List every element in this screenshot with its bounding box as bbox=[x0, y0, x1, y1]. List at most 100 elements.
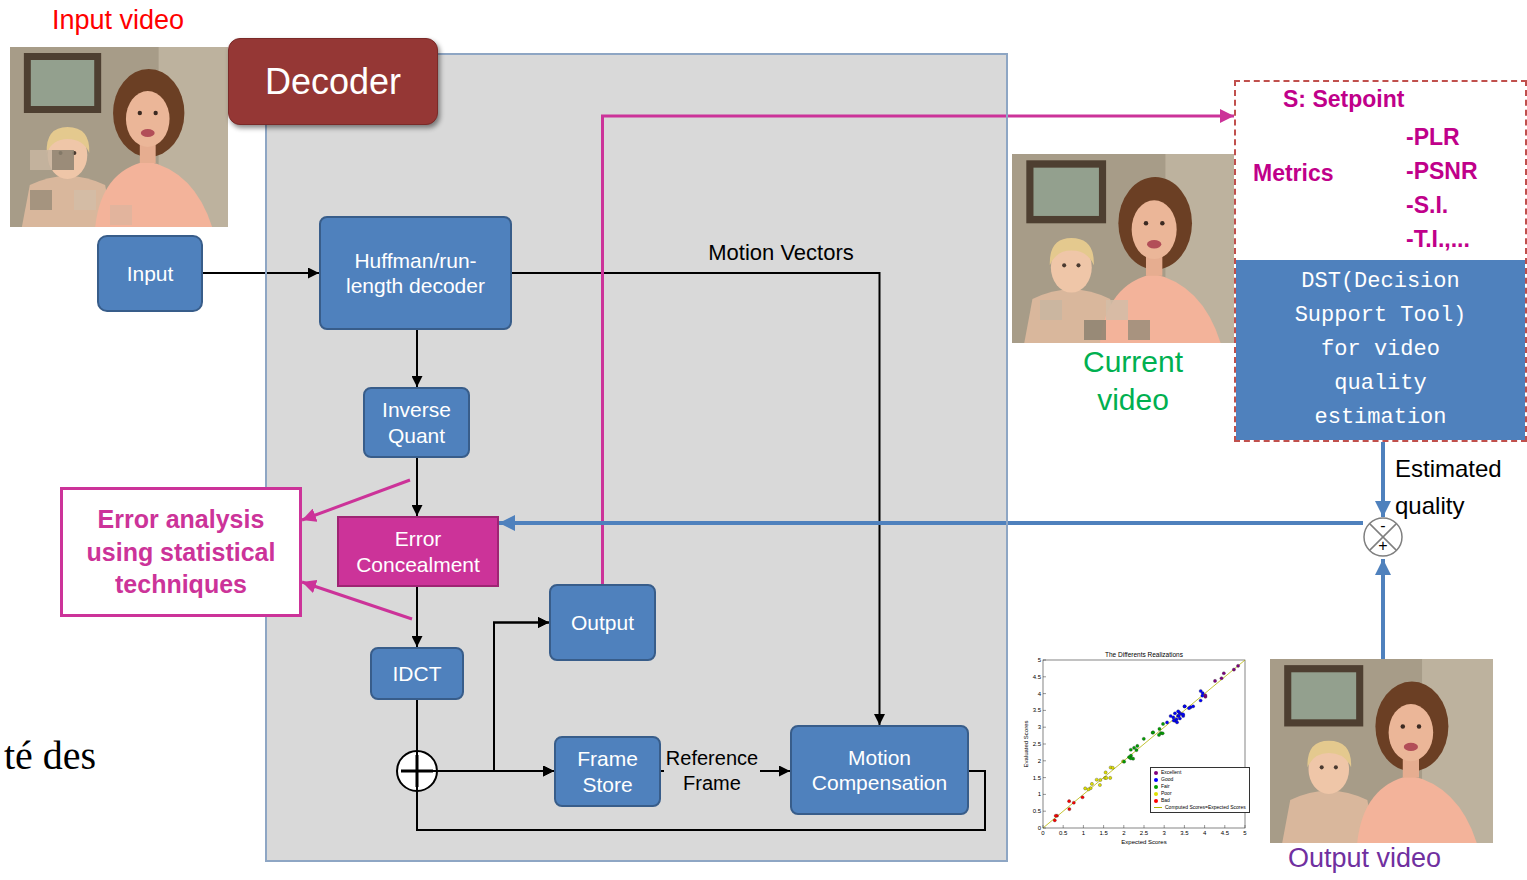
connector bbox=[203, 272, 319, 274]
scatter-point bbox=[1199, 699, 1202, 702]
legend-swatch bbox=[1154, 799, 1158, 803]
connector bbox=[512, 273, 880, 725]
connector bbox=[416, 587, 418, 647]
scatter-point bbox=[1111, 766, 1114, 769]
video-caption: Current video bbox=[1053, 343, 1213, 419]
output-video-frame bbox=[1270, 659, 1493, 843]
legend-row: Bad bbox=[1154, 797, 1246, 804]
scatter-point bbox=[1176, 714, 1179, 717]
illustration-part bbox=[1128, 320, 1150, 340]
axis-tick bbox=[1043, 744, 1046, 745]
decoder-panel: DecoderHuffman/run-length decoderInverse… bbox=[265, 53, 1008, 862]
scatter-point bbox=[1177, 710, 1180, 713]
tick-label: 2.5 bbox=[1033, 741, 1041, 747]
axis-tick bbox=[1043, 676, 1046, 677]
scatter-point bbox=[1236, 664, 1239, 667]
scatter-point bbox=[1095, 778, 1098, 781]
scatter-point bbox=[1182, 713, 1185, 716]
scatter-point bbox=[1104, 771, 1107, 774]
illustration-part bbox=[1040, 300, 1062, 320]
scatter-point bbox=[1161, 722, 1164, 725]
edge-label: Estimated quality bbox=[1395, 450, 1525, 524]
summing-junction: -+ bbox=[1363, 517, 1403, 557]
input-box: Input bbox=[97, 235, 203, 312]
scatter-point bbox=[1081, 796, 1084, 799]
tick-label: 4 bbox=[1038, 691, 1041, 697]
scatter-point bbox=[1128, 756, 1131, 759]
tick-label: 4 bbox=[1203, 830, 1206, 836]
scatter-point bbox=[1213, 679, 1216, 682]
axis-title: Evaluated Scores bbox=[1023, 720, 1029, 767]
axis-tick bbox=[1043, 760, 1046, 761]
axis-tick bbox=[1144, 825, 1145, 828]
scatter-point bbox=[1165, 721, 1168, 724]
junction-circle bbox=[1364, 518, 1402, 556]
scatter-point bbox=[1129, 748, 1132, 751]
axis-tick bbox=[1043, 794, 1046, 795]
axis-tick bbox=[1103, 825, 1104, 828]
connector bbox=[417, 623, 985, 831]
scatter-point bbox=[1053, 819, 1056, 822]
analysis-callout: Error analysis using statistical techniq… bbox=[60, 487, 302, 617]
axis-tick bbox=[1123, 825, 1124, 828]
scatter-point bbox=[1157, 733, 1160, 736]
video-caption: Output video bbox=[1288, 843, 1441, 874]
illustration-part bbox=[30, 190, 52, 210]
tick-label: 1 bbox=[1038, 791, 1041, 797]
tick-label: 0.5 bbox=[1033, 808, 1041, 814]
scatter-point bbox=[1105, 776, 1108, 779]
current-video-frame bbox=[1012, 154, 1237, 343]
scatter-point bbox=[1222, 672, 1225, 675]
axis-tick bbox=[1043, 660, 1046, 661]
tick-label: 4.5 bbox=[1033, 674, 1041, 680]
decoder-panel-fill bbox=[265, 53, 1008, 862]
node-label: Frame Store bbox=[562, 746, 653, 796]
connector bbox=[416, 330, 418, 387]
scatter-point bbox=[1084, 787, 1087, 790]
tick-label: 1 bbox=[1082, 830, 1085, 836]
illustration-part bbox=[52, 150, 74, 170]
tick-label: 4.5 bbox=[1221, 830, 1229, 836]
tick-label: 5 bbox=[1243, 830, 1246, 836]
legend-text: Poor bbox=[1161, 790, 1172, 797]
node-label: Output bbox=[571, 610, 634, 635]
connector bbox=[302, 582, 412, 619]
tick-label: 3.5 bbox=[1033, 707, 1041, 713]
process-box: IDCT bbox=[370, 647, 464, 700]
illustration-part bbox=[30, 150, 52, 170]
block-artifacts bbox=[1040, 300, 1150, 340]
legend-text: Good bbox=[1161, 776, 1173, 783]
metric-item: -S.I. bbox=[1406, 192, 1448, 219]
legend-text: Fair bbox=[1161, 783, 1170, 790]
scatter-point bbox=[1135, 749, 1138, 752]
scatter-point bbox=[1177, 714, 1180, 717]
legend-row: Good bbox=[1154, 776, 1246, 783]
connector bbox=[416, 458, 418, 516]
legend-swatch bbox=[1154, 792, 1158, 796]
connector bbox=[499, 521, 1363, 525]
tick-label: 0 bbox=[1041, 830, 1044, 836]
legend-swatch bbox=[1154, 785, 1158, 789]
axis-tick bbox=[1043, 710, 1046, 711]
node-label: Motion Compensation bbox=[798, 745, 961, 795]
node-label: Error Concealment bbox=[345, 526, 491, 576]
axis-tick bbox=[1083, 825, 1084, 828]
concealment-box: Error Concealment bbox=[337, 516, 499, 587]
scatter-point bbox=[1152, 731, 1155, 734]
axis-tick bbox=[1043, 693, 1046, 694]
axis-title: Expected Scores bbox=[1121, 839, 1166, 845]
process-box: Inverse Quant bbox=[363, 387, 470, 458]
axis-tick bbox=[1224, 825, 1225, 828]
fragment-text: té des bbox=[4, 732, 96, 779]
tick-label: 2 bbox=[1122, 830, 1125, 836]
connector bbox=[1381, 440, 1385, 517]
output-box: Output bbox=[549, 584, 656, 661]
metric-item: -T.I.,... bbox=[1406, 226, 1470, 253]
scatter-point bbox=[1220, 677, 1223, 680]
legend-row: Computed Scores=Expected Scores bbox=[1154, 804, 1246, 811]
axis-tick bbox=[1043, 828, 1046, 829]
legend-row: Excellent bbox=[1154, 769, 1246, 776]
scatter-point bbox=[1068, 800, 1071, 803]
node-label: Input bbox=[127, 261, 174, 286]
scatter-point bbox=[1232, 668, 1235, 671]
